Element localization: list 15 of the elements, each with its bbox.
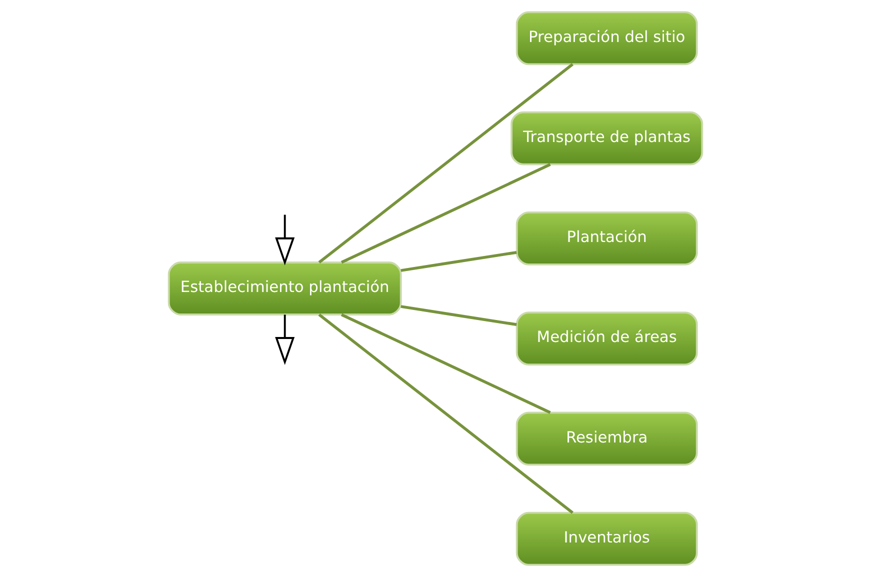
connector — [318, 313, 574, 514]
node-box: Plantación — [516, 211, 698, 266]
connector — [400, 250, 517, 272]
node-box: Preparación del sitio — [516, 11, 698, 66]
connector — [340, 313, 551, 414]
node-box: Medición de áreas — [516, 312, 698, 366]
connector — [318, 63, 574, 264]
node-box: Inventarios — [516, 512, 698, 566]
connector — [400, 305, 517, 326]
node-box: Establecimiento plantación — [168, 262, 402, 316]
node-box: Resiembra — [516, 412, 698, 466]
arrow — [275, 214, 295, 266]
arrow — [275, 314, 295, 365]
node-box: Transporte de plantas — [510, 111, 704, 166]
connector — [340, 163, 551, 264]
